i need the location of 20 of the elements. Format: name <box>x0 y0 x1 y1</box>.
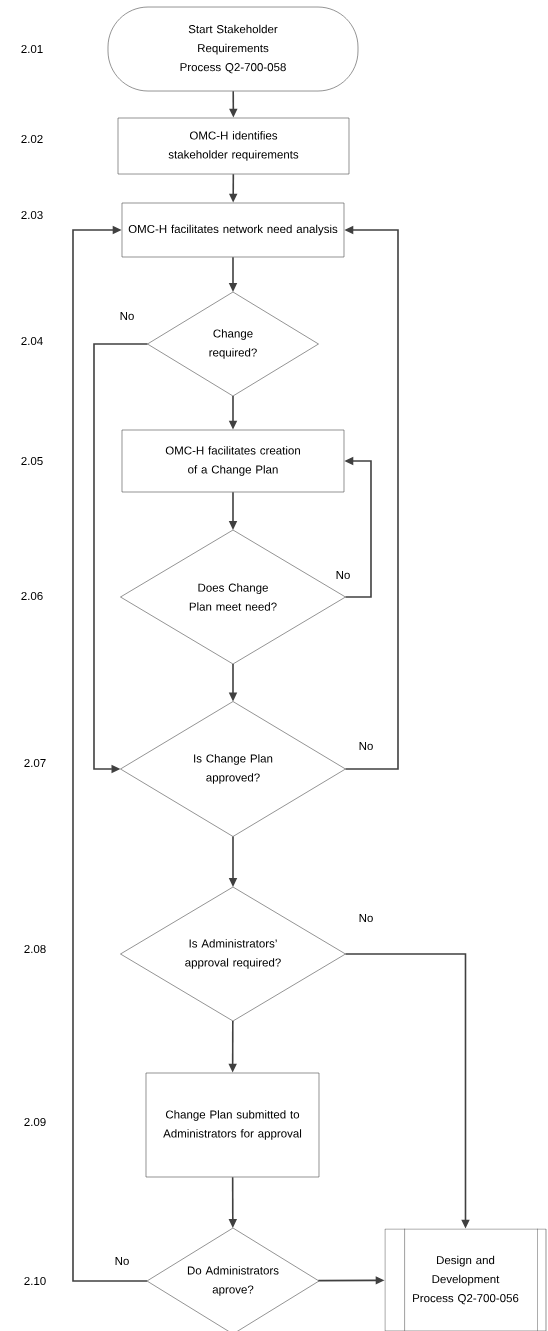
process-box: Change Plan submitted to Administrators for approval <box>145 1072 320 1178</box>
edge-label: No <box>118 311 136 322</box>
process-box: OMC-H identifies stakeholder requirements <box>117 117 350 175</box>
step-number: 2.07 <box>24 758 46 768</box>
process-box: OMC-H facilitates creation of a Change Plan <box>121 429 345 493</box>
step-number: 2.03 <box>21 210 43 220</box>
predefined-process-box: Design and Development Process Q2-700-056 <box>384 1228 547 1331</box>
step-number: 2.09 <box>24 1117 46 1127</box>
step-number: 2.08 <box>24 944 46 954</box>
step-number: 2.02 <box>21 134 43 144</box>
edge-label: No <box>113 1256 131 1266</box>
step-number: 2.10 <box>24 1276 46 1286</box>
edge-label: No <box>357 741 375 751</box>
step-number: 2.04 <box>21 336 43 346</box>
step-number: 2.01 <box>21 44 43 54</box>
edge-label: No <box>357 913 375 923</box>
step-number: 2.06 <box>21 591 43 601</box>
process-box: OMC-H facilitates network need analysis <box>121 202 345 258</box>
step-number: 2.05 <box>21 456 43 466</box>
arrow <box>72 225 148 1282</box>
